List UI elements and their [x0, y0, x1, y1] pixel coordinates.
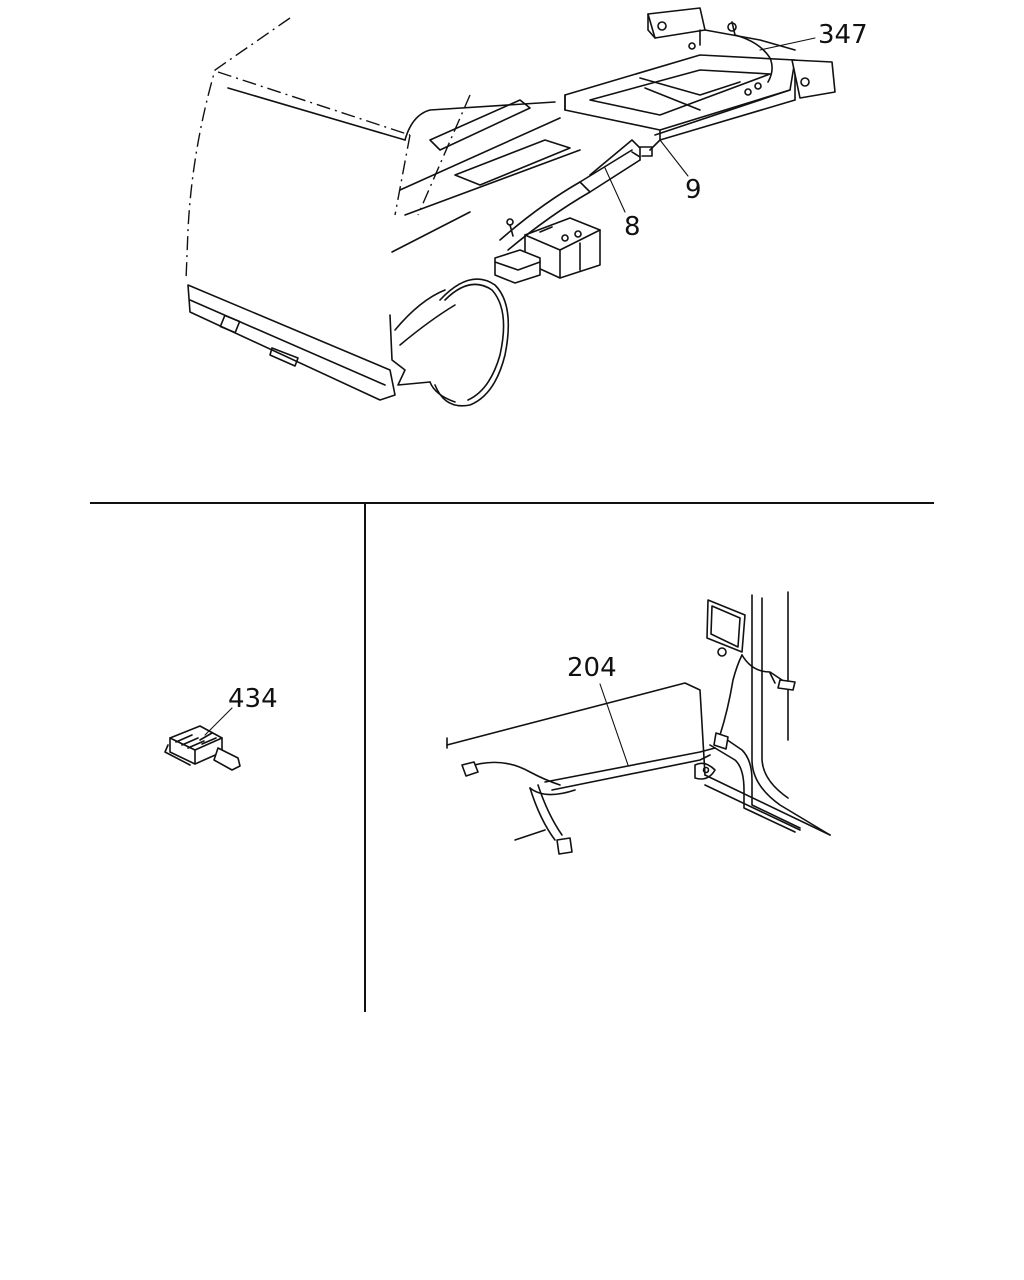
fender-wheel — [389, 278, 510, 407]
harness-illustration: 204 — [446, 591, 831, 855]
callout-9: 9 — [685, 175, 702, 205]
rear-crossmember — [647, 7, 836, 99]
cab-outline — [185, 17, 471, 281]
callout-8: 8 — [624, 212, 641, 242]
rear-frame — [564, 54, 796, 151]
callout-347: 347 — [818, 20, 868, 50]
truck-illustration: 347 9 8 — [185, 7, 868, 407]
cab-front — [227, 87, 581, 253]
battery — [494, 217, 601, 284]
front-bumper — [187, 284, 396, 401]
side-frame-rail — [499, 139, 653, 251]
callout-434: 434 — [228, 684, 278, 714]
leaders-top — [604, 37, 816, 213]
connector-illustration: 434 — [164, 684, 278, 771]
callout-204: 204 — [567, 653, 617, 683]
